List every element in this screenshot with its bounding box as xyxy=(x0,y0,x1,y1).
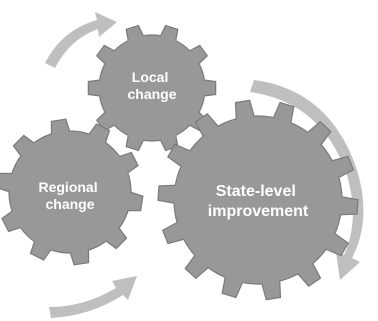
regional-label-line1: Regional xyxy=(38,179,97,195)
local-label-line2: change xyxy=(127,86,176,102)
top-left-arrow xyxy=(45,12,117,68)
state-level-gear: State-level improvement xyxy=(157,99,359,301)
local-gear-label: Local change xyxy=(127,69,176,102)
local-gear-shape xyxy=(87,24,217,152)
regional-label-line2: change xyxy=(45,196,94,212)
local-change-gear: Local change xyxy=(87,24,217,152)
regional-gear-label: Regional change xyxy=(38,179,101,212)
right-arrow xyxy=(250,80,364,280)
bottom-left-arrow xyxy=(49,276,137,318)
state-gear-label: State-level improvement xyxy=(208,183,309,220)
arrows xyxy=(45,12,364,318)
local-label-line1: Local xyxy=(132,69,169,85)
regional-gear-shape xyxy=(0,118,144,266)
state-label-line1: State-level xyxy=(216,183,296,200)
regional-change-gear: Regional change xyxy=(0,118,144,266)
state-label-line2: improvement xyxy=(208,203,309,220)
state-gear-shape xyxy=(157,99,359,301)
